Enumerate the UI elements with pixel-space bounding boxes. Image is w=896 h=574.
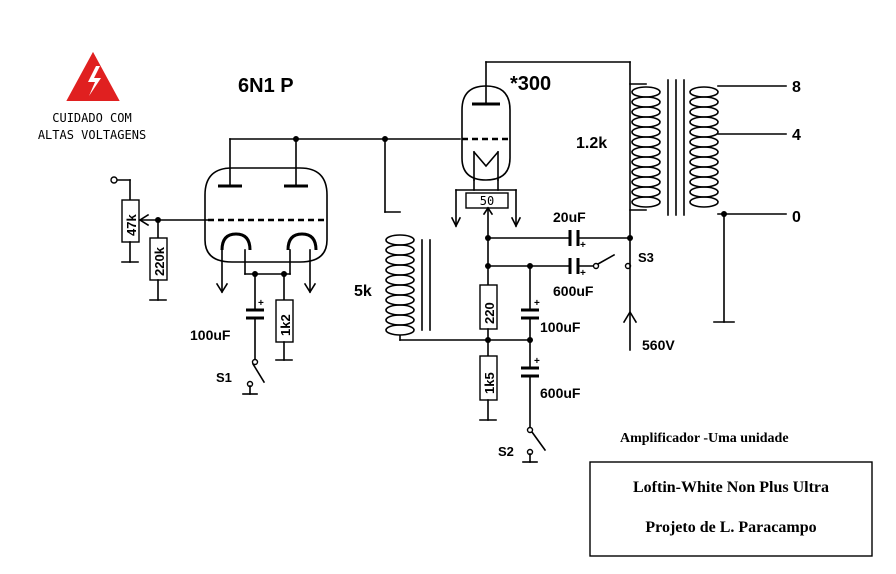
svg-text:+: + <box>534 298 540 309</box>
cap-20uf-label: 20uF <box>553 209 586 225</box>
pot-47k-label: 47k <box>124 214 139 236</box>
switch-s3-label: S3 <box>638 250 654 265</box>
primary-label: 1.2k <box>576 135 607 152</box>
tap-4: 4 <box>792 127 801 144</box>
svg-text:+: + <box>534 356 540 367</box>
svg-text:+: + <box>580 240 586 251</box>
resistor-220-label: 220 <box>482 302 497 324</box>
svg-text:+: + <box>258 298 264 309</box>
driver-tube-label: 6N1 P <box>238 75 294 97</box>
title: Loftin-White Non Plus Ultra <box>633 479 829 496</box>
tap-8: 8 <box>792 79 801 96</box>
driver-tube <box>204 138 328 294</box>
resistor-50 <box>465 192 509 209</box>
title-box <box>589 461 873 557</box>
cap-100-label: 100uF <box>540 319 581 335</box>
cap-driver-label: 100uF <box>190 327 231 343</box>
output-tube <box>461 61 511 181</box>
resistor-50-label: 50 <box>480 194 494 208</box>
supply-voltage: 560V <box>642 337 675 353</box>
warning-line1: CUIDADO COM <box>52 111 131 125</box>
cap-600a-label: 600uF <box>553 283 594 299</box>
svg-text:+: + <box>580 268 586 279</box>
output-transformer <box>629 79 719 216</box>
cap-600b-label: 600uF <box>540 385 581 401</box>
resistor-1k2-label: 1k2 <box>278 314 293 336</box>
resistor-220k-label: 220k <box>152 246 167 276</box>
switch-s2-label: S2 <box>498 444 514 459</box>
switch-s1-label: S1 <box>216 370 232 385</box>
tap-0: 0 <box>792 209 801 226</box>
choke-5k <box>385 234 431 336</box>
choke-label: 5k <box>354 283 372 300</box>
warning-line2: ALTAS VOLTAGENS <box>38 128 146 142</box>
author: Projeto de L. Paracampo <box>645 519 816 536</box>
output-tube-label: *300 <box>510 73 551 95</box>
high-voltage-icon <box>66 51 120 101</box>
subtitle: Amplificador -Uma unidade <box>620 431 789 446</box>
resistor-1k5-label: 1k5 <box>482 372 497 394</box>
